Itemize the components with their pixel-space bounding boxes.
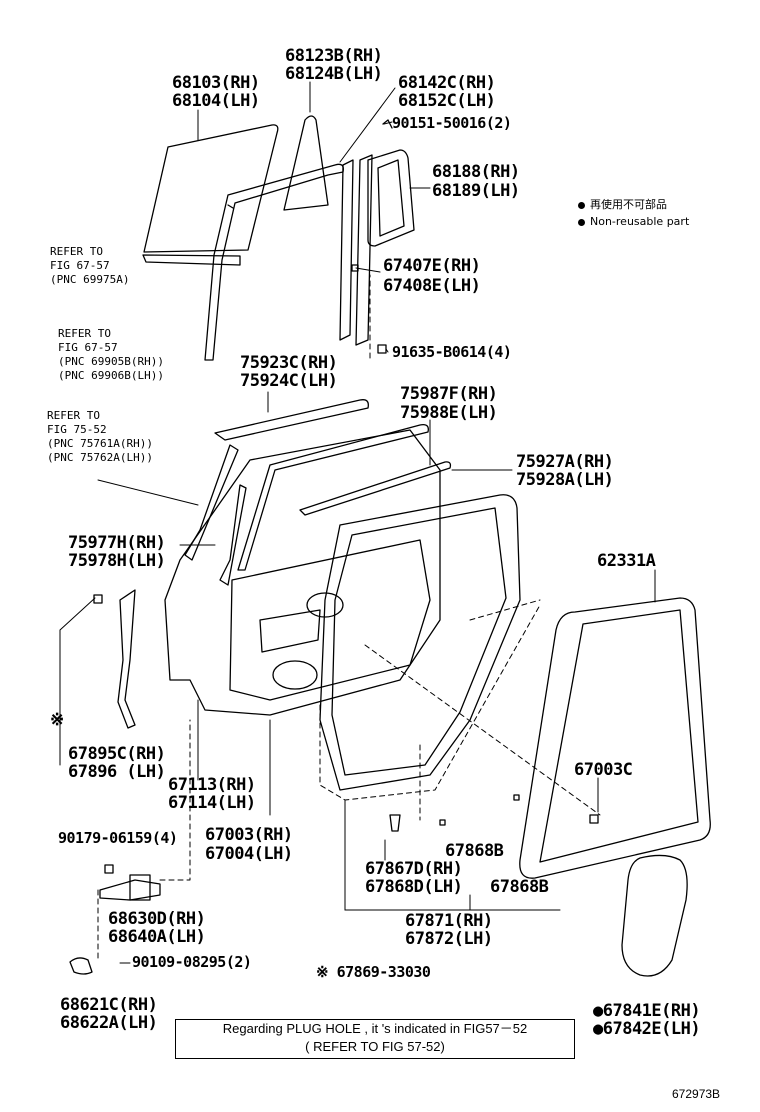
part-label-75988E: 75988E(LH) <box>400 403 498 423</box>
bullet-icon <box>578 218 585 226</box>
part-label-68104: 68104(LH) <box>172 91 260 111</box>
belt-strip-drawing <box>299 461 452 516</box>
part-label-68189: 68189(LH) <box>432 181 520 201</box>
part-label-67407E: 67407E(RH) <box>383 256 481 276</box>
body-weatherstrip-drawing <box>519 597 711 879</box>
outer-belt-moulding-drawing <box>214 399 369 441</box>
ref-label-67-57b-3: (PNC 69905B(RH)) <box>58 355 164 368</box>
ref-label-75-52-3: (PNC 75761A(RH)) <box>47 437 153 450</box>
door-hinge-drawing <box>99 874 161 901</box>
part-label-67408E: 67408E(LH) <box>383 276 481 296</box>
ref-label-67-57a-1: REFER TO <box>50 245 103 258</box>
part-label-67869: ※ 67869-33030 <box>316 963 431 981</box>
part-label-68188: 68188(RH) <box>432 162 520 182</box>
part-label-75987F: 75987F(RH) <box>400 384 498 404</box>
part-label-67841E: ●67841E(RH) <box>593 1001 701 1021</box>
part-label-75927A: 75927A(RH) <box>516 452 614 472</box>
ref-label-67-57a-3: (PNC 69975A) <box>50 273 130 286</box>
quarter-window-frame-drawing <box>367 149 415 247</box>
ref-label-75-52-1: REFER TO <box>47 409 100 422</box>
legend-item-en: Non-reusable part <box>578 215 689 228</box>
note-line-1: Regarding PLUG HOLE , it 's indicated in… <box>222 1021 528 1036</box>
part-label-68124B: 68124B(LH) <box>285 64 383 84</box>
plug-hole-note: Regarding PLUG HOLE , it 's indicated in… <box>175 1019 575 1059</box>
door-panel-drawing <box>164 429 441 716</box>
part-label-75978H: 75978H(LH) <box>68 551 166 571</box>
ref-label-67-57a-2: FIG 67-57 <box>50 259 110 272</box>
part-label-68621C: 68621C(RH) <box>60 995 158 1015</box>
part-label-67867D: 67867D(RH) <box>365 859 463 879</box>
leader-lines <box>59 81 656 964</box>
ref-label-75-52-2: FIG 75-52 <box>47 423 107 436</box>
part-label-91635: 91635-B0614(4) <box>392 343 512 361</box>
asterisk-mark: ※ <box>50 710 64 730</box>
part-label-68622A: 68622A(LH) <box>60 1013 158 1033</box>
part-label-67895C: 67895C(RH) <box>68 744 166 764</box>
service-hole-cover-drawing <box>621 854 688 977</box>
legend: 再使用不可部品 Non-reusable part <box>578 196 689 228</box>
part-label-67868D: 67868D(LH) <box>365 877 463 897</box>
part-label-90151: 90151-50016(2) <box>392 114 512 132</box>
part-label-68142C: 68142C(RH) <box>398 73 496 93</box>
frame-weatherstrip-drawing <box>237 424 429 571</box>
part-label-90109: 90109-08295(2) <box>132 953 252 971</box>
quarter-glass-drawing <box>283 115 329 211</box>
part-label-90179: 90179-06159(4) <box>58 829 178 847</box>
part-label-67114: 67114(LH) <box>168 793 256 813</box>
part-label-75977H: 75977H(RH) <box>68 533 166 553</box>
part-label-68123B: 68123B(RH) <box>285 46 383 66</box>
part-label-67003C: 67003C <box>574 760 633 780</box>
part-label-75924C: 75924C(LH) <box>240 371 338 391</box>
part-label-67113: 67113(RH) <box>168 775 256 795</box>
ref-label-67-57b-4: (PNC 69906B(LH)) <box>58 369 164 382</box>
part-label-62331A: 62331A <box>597 551 656 571</box>
ref-label-67-57b-1: REFER TO <box>58 327 111 340</box>
part-label-75923C: 75923C(RH) <box>240 353 338 373</box>
part-label-67896: 67896 (LH) <box>68 762 166 782</box>
part-label-75928A: 75928A(LH) <box>516 470 614 490</box>
part-label-68630D: 68630D(RH) <box>108 909 206 929</box>
part-label-68640A: 68640A(LH) <box>108 927 206 947</box>
diagram-id: 672973B <box>672 1087 721 1101</box>
part-label-68152C: 68152C(LH) <box>398 91 496 111</box>
part-label-68103: 68103(RH) <box>172 73 260 93</box>
note-line-2: ( REFER TO FIG 57-52) <box>305 1039 445 1054</box>
ref-label-75-52-4: (PNC 75762A(LH)) <box>47 451 153 464</box>
part-label-67871: 67871(RH) <box>405 911 493 931</box>
reference-dashed-lines <box>97 274 601 961</box>
part-label-67868B-bottom: 67868B <box>490 877 549 897</box>
part-label-67842E: ●67842E(LH) <box>593 1019 701 1039</box>
part-label-67004: 67004(LH) <box>205 844 293 864</box>
front-frame-drawing <box>184 444 247 586</box>
screw-drawings <box>93 264 599 874</box>
bullet-icon <box>578 201 585 209</box>
inner-channel-drawing <box>117 589 136 729</box>
part-label-67872: 67872(LH) <box>405 929 493 949</box>
door-check-drawing <box>69 957 93 975</box>
legend-item-jp: 再使用不可部品 <box>578 196 689 212</box>
part-label-67003: 67003(RH) <box>205 825 293 845</box>
door-opening-weatherstrip-drawing <box>319 494 521 791</box>
division-bar-drawing <box>339 119 393 346</box>
part-label-67868B-top: 67868B <box>445 841 504 861</box>
ref-label-67-57b-2: FIG 67-57 <box>58 341 118 354</box>
glass-run-channel-drawing <box>204 163 344 361</box>
door-glass-drawing <box>142 124 279 266</box>
